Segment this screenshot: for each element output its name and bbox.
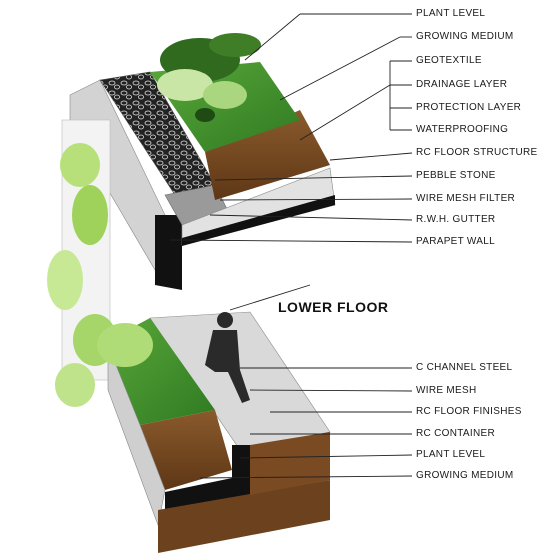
rc-container-shape: [107, 344, 166, 527]
lower-floor-section: [97, 311, 331, 553]
label-growing-medium-lower: GROWING MEDIUM: [416, 470, 514, 481]
label-c-channel-steel: C CHANNEL STEEL: [416, 362, 513, 373]
leader-lines: [169, 13, 413, 479]
label-rc-container: RC CONTAINER: [416, 428, 495, 439]
label-plant-level-lower: PLANT LEVEL: [416, 449, 486, 460]
lower-base-soil: [158, 480, 330, 553]
label-plant-level: PLANT LEVEL: [416, 8, 486, 19]
section-title: LOWER FLOOR: [278, 299, 389, 315]
label-growing-medium: GROWING MEDIUM: [416, 31, 514, 42]
floor-edge-dark: [182, 195, 335, 246]
label-waterproofing: WATERPROOFING: [416, 124, 509, 135]
upper-floor-section: [69, 33, 336, 290]
growing-medium-shape: [205, 110, 330, 200]
label-rwh-gutter: R.W.H. GUTTER: [416, 214, 496, 225]
label-rc-floor-structure: RC FLOOR STRUCTURE: [416, 147, 538, 158]
label-wire-mesh: WIRE MESH: [416, 385, 477, 396]
label-pebble-stone: PEBBLE STONE: [416, 170, 496, 181]
label-drainage-layer: DRAINAGE LAYER: [416, 79, 508, 90]
c-channel-steel-shape: [165, 445, 250, 510]
lower-right-soil: [250, 432, 330, 495]
label-wire-mesh-filter: WIRE MESH FILTER: [416, 193, 516, 204]
parapet-wall-edge: [155, 215, 182, 290]
label-parapet-wall: PARAPET WALL: [416, 236, 495, 247]
label-rc-floor-finishes: RC FLOOR FINISHES: [416, 406, 522, 417]
person-silhouette: [205, 312, 250, 403]
label-protection-layer: PROTECTION LAYER: [416, 102, 522, 113]
hanging-plants: [47, 119, 117, 407]
lower-plant: [97, 323, 153, 367]
lower-soil: [140, 410, 232, 490]
upper-plants: [157, 33, 261, 122]
label-geotextile: GEOTEXTILE: [416, 55, 482, 66]
